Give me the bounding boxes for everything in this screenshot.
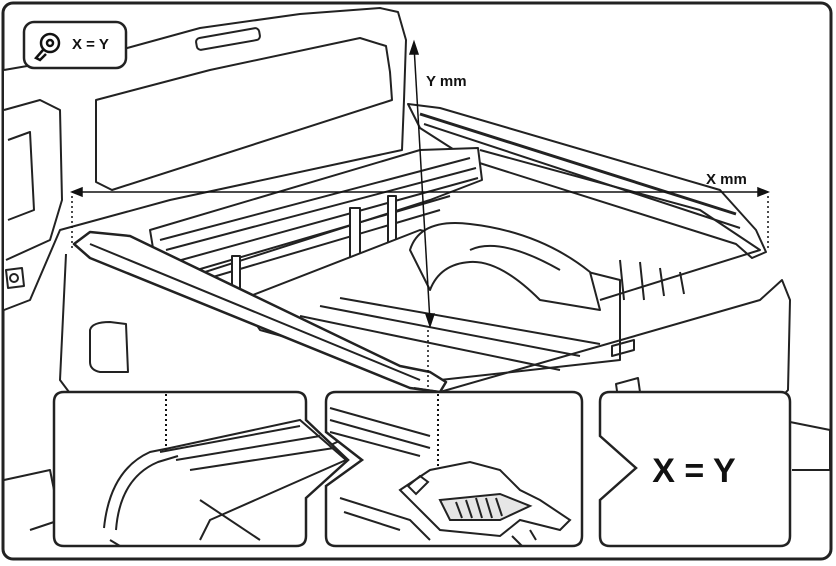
- x-arrow-left: [69, 186, 83, 198]
- detail-panel-left: [52, 390, 350, 548]
- y-dimension-line: [413, 45, 431, 323]
- y-arrow-bottom: [424, 313, 436, 329]
- rear-window: [95, 37, 393, 191]
- detail-panel-middle: [324, 390, 584, 548]
- door-handle: [5, 267, 25, 289]
- wheel-arch: [409, 222, 601, 311]
- y-dimension-label: Y mm: [426, 73, 467, 90]
- badge-text: X = Y: [72, 36, 109, 53]
- y-arrow-top: [408, 39, 420, 55]
- measure-badge: X = Y: [22, 20, 128, 70]
- result-equation: X = Y: [652, 452, 736, 490]
- x-dimension-label: X mm: [706, 171, 747, 188]
- result-panel: X = Y: [598, 390, 792, 548]
- y-dimension: [408, 39, 436, 388]
- far-rail: [407, 103, 767, 259]
- cab-side: [3, 99, 63, 261]
- x-dimension: [69, 186, 771, 248]
- rear-bumper: [779, 419, 831, 471]
- truck-illustration: [3, 7, 831, 531]
- strap-2: [387, 195, 397, 247]
- x-arrow-right: [757, 186, 771, 198]
- brake-light: [195, 27, 261, 51]
- tape-measure-icon: [33, 32, 61, 62]
